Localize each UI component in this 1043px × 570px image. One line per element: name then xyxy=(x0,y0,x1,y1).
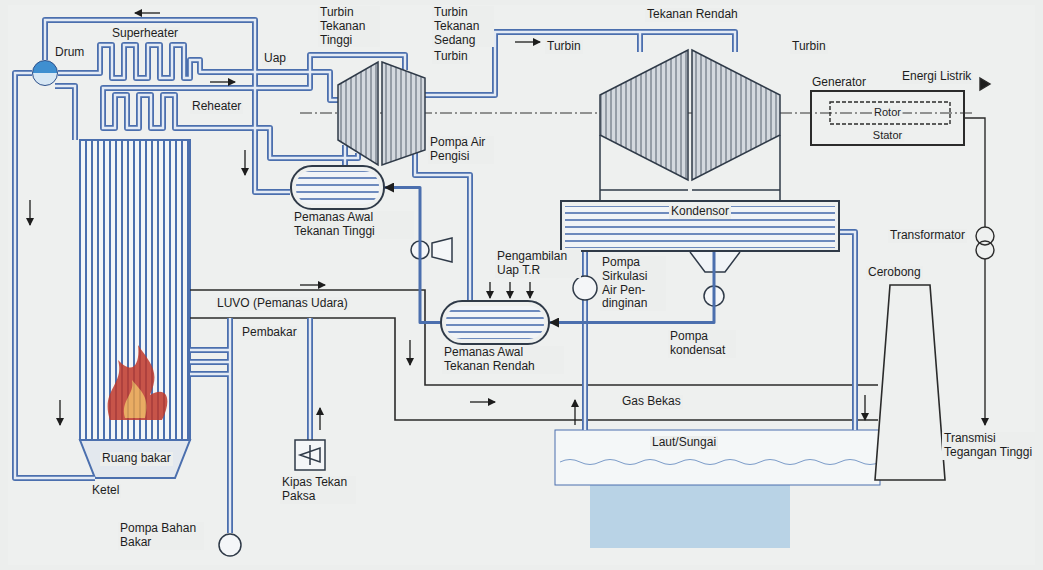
drawing-part xyxy=(432,238,452,262)
drawing-part xyxy=(124,380,147,418)
drawing-part xyxy=(338,62,378,165)
part-label: Laut/Sungai xyxy=(650,436,718,450)
drawing-part xyxy=(984,259,985,425)
drawing-part xyxy=(15,73,95,478)
part-label: Turbin Tekanan Sedang xyxy=(432,6,494,47)
boiler-hopper xyxy=(80,440,190,478)
drawing-part xyxy=(59,400,60,425)
drawing-part xyxy=(108,345,168,420)
drawing-part xyxy=(300,445,320,465)
node-label: Pemanas Awal Tekanan Tinggi xyxy=(292,211,414,239)
drawing-part xyxy=(840,232,855,430)
drawing-part xyxy=(319,408,320,430)
hp-heater: Pemanas Awal Tekanan Tinggi xyxy=(290,165,385,210)
node-label: Kondensor xyxy=(669,205,731,219)
pipe-inner xyxy=(15,20,855,533)
drawing-part xyxy=(976,227,994,245)
hp-heater-tubes xyxy=(296,171,379,204)
drawing-part xyxy=(15,20,855,533)
drawing-part xyxy=(692,50,780,180)
part-label: Turbin xyxy=(432,50,470,64)
part-label: Gas Bekas xyxy=(620,395,683,409)
drawing-part xyxy=(45,20,290,192)
furnace-tube-wall xyxy=(80,140,190,440)
drawing-part xyxy=(244,150,245,175)
part-label: Turbin xyxy=(545,40,583,54)
part-label: Kipas Tekan Paksa xyxy=(280,476,356,504)
drawing-part xyxy=(509,282,510,298)
drawing-part xyxy=(295,440,325,470)
drawing-part xyxy=(574,400,575,425)
part-label: Reheater xyxy=(190,100,243,114)
page-ground xyxy=(8,5,1035,565)
part-label: Energi Listrik xyxy=(900,70,973,84)
drawing-part xyxy=(190,290,878,385)
generator-parts xyxy=(830,78,994,425)
pipe-connector xyxy=(385,188,440,323)
part-label: Transmisi Tegangan Tinggi xyxy=(942,432,1041,460)
drawing-part xyxy=(965,118,985,227)
part-label: Pompa Air Pengisi xyxy=(428,136,494,164)
part-label: Ketel xyxy=(90,484,121,498)
drawing-part xyxy=(489,282,490,298)
part-label: Transformator xyxy=(888,229,967,243)
node-label: Stator xyxy=(871,129,904,142)
part-label: Tekanan Rendah xyxy=(645,8,740,22)
drawing-part xyxy=(55,86,75,140)
condenser-box: Kondensor xyxy=(560,200,840,252)
part-label: Pompa Sirkulasi Air Pen- dinginan xyxy=(600,256,666,311)
part-label: Pompa kondensat xyxy=(668,330,736,358)
pumps xyxy=(219,238,724,556)
lp-heater: Pemanas Awal Tekanan Rendah xyxy=(440,300,550,345)
lp-casing xyxy=(600,135,780,200)
lp-heater-tubes xyxy=(446,306,544,339)
drawing-part xyxy=(980,78,990,90)
water-waves xyxy=(560,460,880,465)
flame xyxy=(108,345,168,420)
drawing-part xyxy=(830,102,950,124)
part-label: Pengambilan Uap T.R xyxy=(495,250,581,278)
part-label: Uap xyxy=(262,52,288,66)
steam-drum: Drum xyxy=(32,60,58,86)
drawing-part xyxy=(210,81,235,82)
drawing-part xyxy=(573,276,597,300)
drawing-part xyxy=(29,200,30,225)
drawing-part xyxy=(190,350,230,533)
drawing-part xyxy=(219,534,241,556)
drawing-part xyxy=(382,62,425,165)
pipes xyxy=(15,20,855,533)
drawing-part xyxy=(409,340,410,365)
sea-band xyxy=(555,430,880,485)
part-label: Turbin Tekanan Tinggi xyxy=(318,6,380,47)
part-label: Cerobong xyxy=(866,266,923,280)
part-label: Turbin xyxy=(790,40,828,54)
turbines xyxy=(338,50,780,180)
gas-duct xyxy=(190,290,878,420)
part-label: Superheater xyxy=(110,27,180,41)
node-label: Rotor xyxy=(872,106,903,119)
generator-box: GeneratorRotorStator xyxy=(810,90,965,146)
drawing-part xyxy=(976,241,994,259)
part-label: Pembakar xyxy=(240,326,299,340)
node-label: Drum xyxy=(55,46,84,60)
drawing-part xyxy=(470,401,495,402)
drawing-part xyxy=(300,284,325,285)
node-label: Pemanas Awal Tekanan Rendah xyxy=(442,346,564,374)
drawing-part xyxy=(515,41,540,42)
part-label: LUVO (Pemanas Udara) xyxy=(215,297,350,311)
part-label: Ruang bakar xyxy=(100,452,173,466)
chimney xyxy=(875,285,945,480)
drawing-part xyxy=(864,395,865,420)
drawing-part xyxy=(600,50,688,180)
part-label: Pompa Bahan Bakar xyxy=(118,522,204,550)
node-label: Generator xyxy=(812,76,866,90)
drawing-part xyxy=(135,12,160,13)
drawing-part xyxy=(529,282,530,298)
condenser-tubes xyxy=(565,206,835,248)
flow-arrows xyxy=(30,13,910,470)
